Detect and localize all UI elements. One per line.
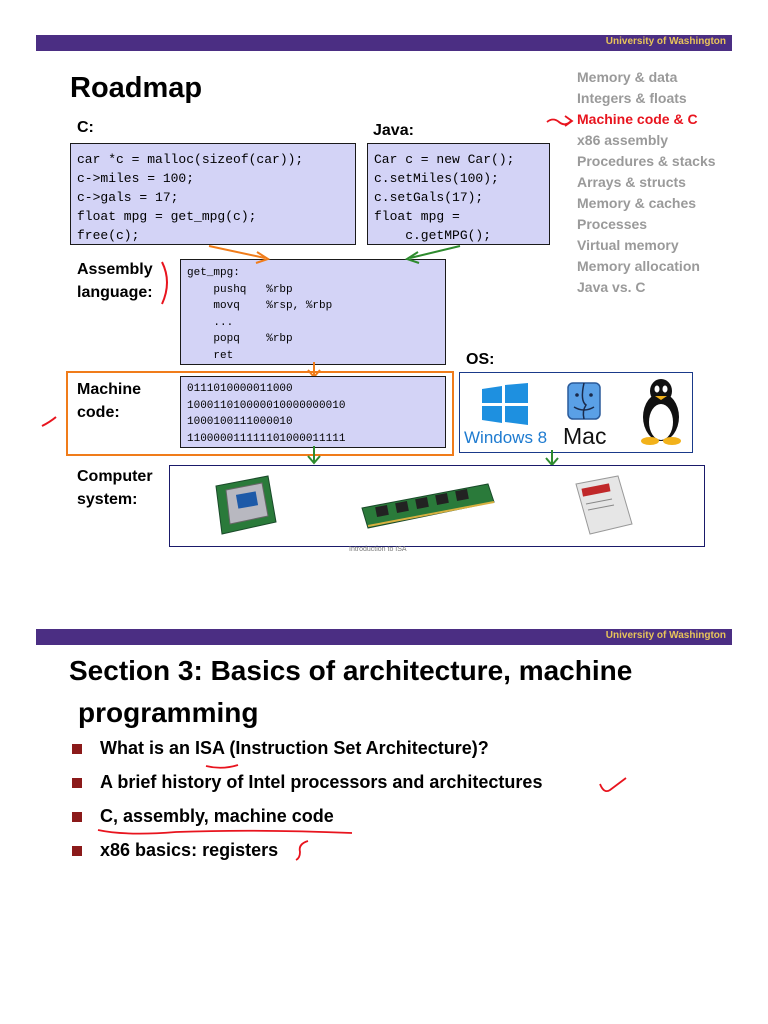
mac-label: Mac (563, 423, 607, 449)
java-to-assembly-arrow-icon (404, 245, 461, 264)
annotation-underline-c-assembly-icon (97, 829, 353, 835)
slide-caption: Introduction to ISA (349, 546, 407, 553)
header-bar-2: University of Washington (36, 629, 732, 645)
ssd-drive-icon (575, 475, 633, 535)
mac-finder-icon (567, 382, 601, 420)
java-code-box: Car c = new Car(); c.setMiles(100); c.se… (367, 143, 550, 245)
header-university: University of Washington (605, 36, 726, 47)
bullet-marker (72, 743, 82, 754)
assembly-label-line2: language: (77, 284, 153, 301)
os-panel: Windows 8 Mac (459, 372, 693, 453)
windows-logo-icon (482, 383, 528, 425)
machine-code-frame (66, 371, 454, 456)
machine-code-box: 0111010000011000 10001101000001000000001… (180, 376, 446, 448)
roadmap-item: Machine code & C (577, 111, 698, 127)
bullet-marker (72, 777, 82, 788)
machine-label-line2: code: (77, 404, 120, 421)
assembly-code-box: get_mpg: pushq %rbp movq %rsp, %rbp ... … (180, 259, 446, 365)
roadmap-item: Integers & floats (577, 90, 687, 106)
c-code-box: car *c = malloc(sizeof(car)); c->miles =… (70, 143, 356, 245)
cpu-chip-icon (215, 475, 277, 535)
bullet-item: What is an ISA (Instruction Set Architec… (72, 738, 489, 759)
annotation-curl-icon (295, 840, 309, 861)
bullet-marker (72, 845, 82, 856)
roadmap-item: Arrays & structs (577, 174, 686, 190)
os-label: OS: (466, 351, 495, 368)
machine-label-line1: Machine (77, 381, 142, 398)
roadmap-item: Memory & caches (577, 195, 697, 211)
annotation-underline-isa-icon (205, 764, 239, 769)
roadmap-item: Virtual memory (577, 237, 679, 253)
roadmap-item: Procedures & stacks (577, 153, 716, 169)
linux-tux-icon (641, 379, 681, 445)
windows-label: Windows 8 (464, 428, 548, 447)
c-label: C: (77, 119, 94, 136)
bullet-item: C, assembly, machine code (72, 806, 334, 827)
bullet-text: C, assembly, machine code (100, 806, 334, 826)
slide-title: Roadmap (70, 72, 203, 104)
bullet-text: A brief history of Intel processors and … (100, 772, 543, 792)
annotation-check-icon (599, 777, 627, 793)
section-title-line1: Section 3: Basics of architecture, machi… (69, 655, 633, 686)
roadmap-item: Memory allocation (577, 258, 700, 274)
computer-system-panel (169, 465, 705, 547)
bullet-text: x86 basics: registers (100, 840, 279, 860)
computer-label-line1: Computer (77, 468, 153, 485)
computer-label-line2: system: (77, 491, 138, 508)
header-university-2: University of Washington (605, 630, 726, 641)
machine-to-system-arrow-icon (307, 446, 321, 465)
bullet-item: A brief history of Intel processors and … (72, 772, 542, 793)
active-item-arrow-icon (546, 115, 574, 127)
bullet-marker (72, 811, 82, 822)
header-bar: University of Washington (36, 35, 732, 51)
roadmap-item: Processes (577, 216, 648, 232)
roadmap-item: x86 assembly (577, 132, 669, 148)
assembly-label-line1: Assembly (77, 261, 153, 278)
section-title-line2: programming (78, 697, 259, 728)
bullet-text: What is an ISA (Instruction Set Architec… (100, 738, 489, 758)
annotation-bracket-icon (161, 261, 168, 305)
roadmap-item: Memory & data (577, 69, 678, 85)
roadmap-item: Java vs. C (577, 279, 646, 295)
c-to-assembly-arrow-icon (208, 245, 271, 264)
annotation-tick-icon (41, 416, 57, 427)
memory-module-icon (361, 483, 495, 529)
java-label: Java: (373, 122, 414, 139)
bullet-item: x86 basics: registers (72, 840, 278, 861)
